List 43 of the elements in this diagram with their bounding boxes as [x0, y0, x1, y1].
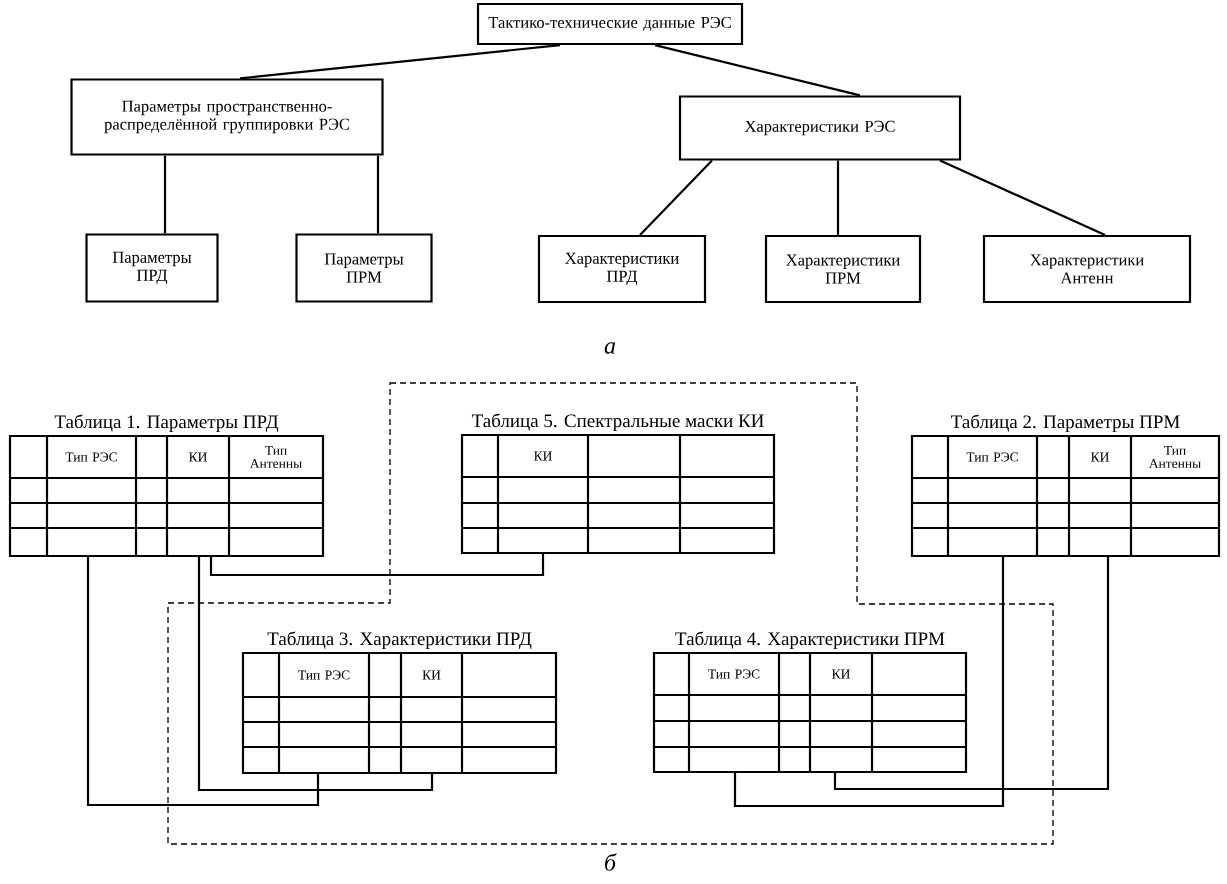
connector-line: [209, 554, 545, 577]
connector-line: [239, 44, 561, 80]
column-header: Тип Антенны: [1148, 446, 1201, 468]
text-box: Характеристики ПРМ: [764, 234, 922, 304]
table: [8, 414, 325, 558]
column-header: Тип РЭС: [298, 670, 350, 680]
column-header: Тип РЭС: [65, 452, 117, 462]
column-header: КИ: [1091, 452, 1109, 462]
column-header: Тип РЭС: [708, 669, 760, 679]
table: [652, 631, 968, 774]
text-box: Характеристики РЭС: [678, 95, 962, 161]
column-header: КИ: [422, 670, 441, 680]
connector-line: [654, 44, 861, 97]
connector-line: [836, 160, 840, 235]
connector-line: [733, 557, 1005, 808]
table-title: Таблица 1. Параметры ПРД: [54, 414, 279, 433]
connector-line: [939, 159, 1106, 236]
text-box: Параметры пространственно-распределённой группировки РЭС: [70, 78, 384, 156]
text-box: Характеристики Антенн: [982, 234, 1192, 304]
text-box: Тактико-технические данные РЭС: [476, 2, 744, 46]
table: [241, 631, 558, 775]
connector-line: [833, 557, 1110, 791]
column-header: Тип Антенны: [249, 446, 302, 468]
text-box: Параметры ПРМ: [295, 233, 433, 303]
table-title: Таблица 4. Характеристики ПРМ: [675, 631, 945, 650]
figure-label: а: [604, 342, 616, 354]
connector-line: [163, 155, 167, 234]
table-title: Таблица 5. Спектральные маски КИ: [471, 413, 764, 432]
figure-label: б: [605, 853, 617, 871]
column-header: КИ: [189, 452, 207, 462]
connector-line: [639, 159, 713, 236]
text-box: Характеристики ПРД: [537, 234, 707, 304]
table: [910, 414, 1221, 558]
table-title: Таблица 2. Параметры ПРМ: [951, 414, 1180, 433]
column-header: Тип РЭС: [966, 452, 1018, 462]
text-box: Параметры ПРД: [85, 233, 219, 303]
connector-line: [86, 557, 320, 807]
table-title: Таблица 3. Характеристики ПРД: [267, 631, 532, 650]
table: [460, 413, 776, 555]
connector-line: [197, 557, 434, 792]
connector-line: [376, 155, 380, 234]
column-header: КИ: [534, 451, 552, 461]
column-header: КИ: [832, 669, 850, 679]
